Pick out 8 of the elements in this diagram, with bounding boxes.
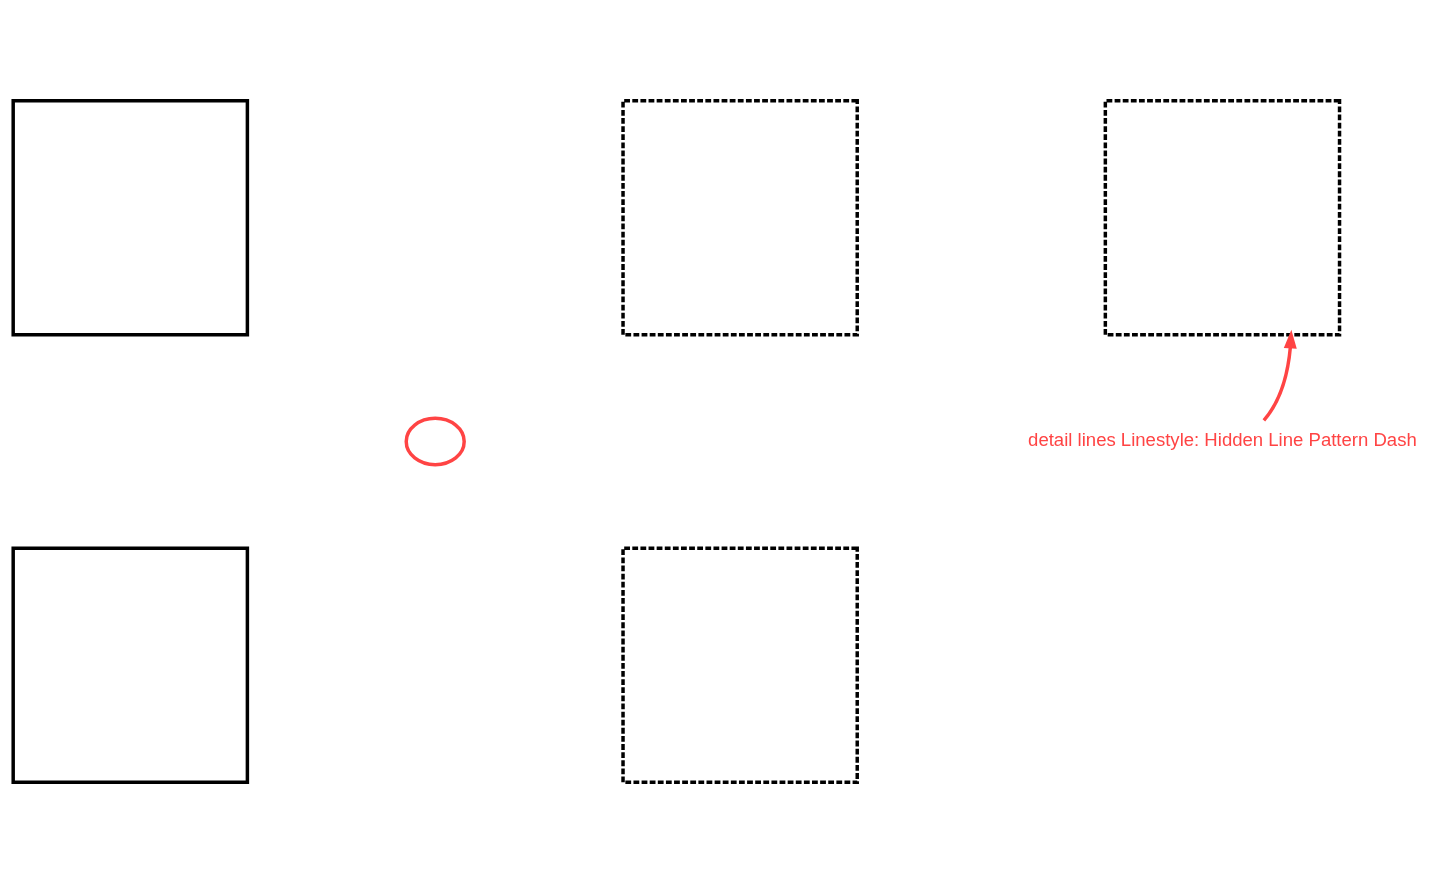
node-box (621, 546, 859, 785)
node-box (11, 546, 250, 785)
node-box (621, 98, 859, 337)
node-box (1103, 98, 1342, 337)
arrow (1262, 329, 1297, 422)
node-circle (404, 416, 466, 467)
node-text: detail lines Linestyle: Hidden Line Pattern Dash (1028, 428, 1417, 450)
node-box (11, 98, 250, 337)
